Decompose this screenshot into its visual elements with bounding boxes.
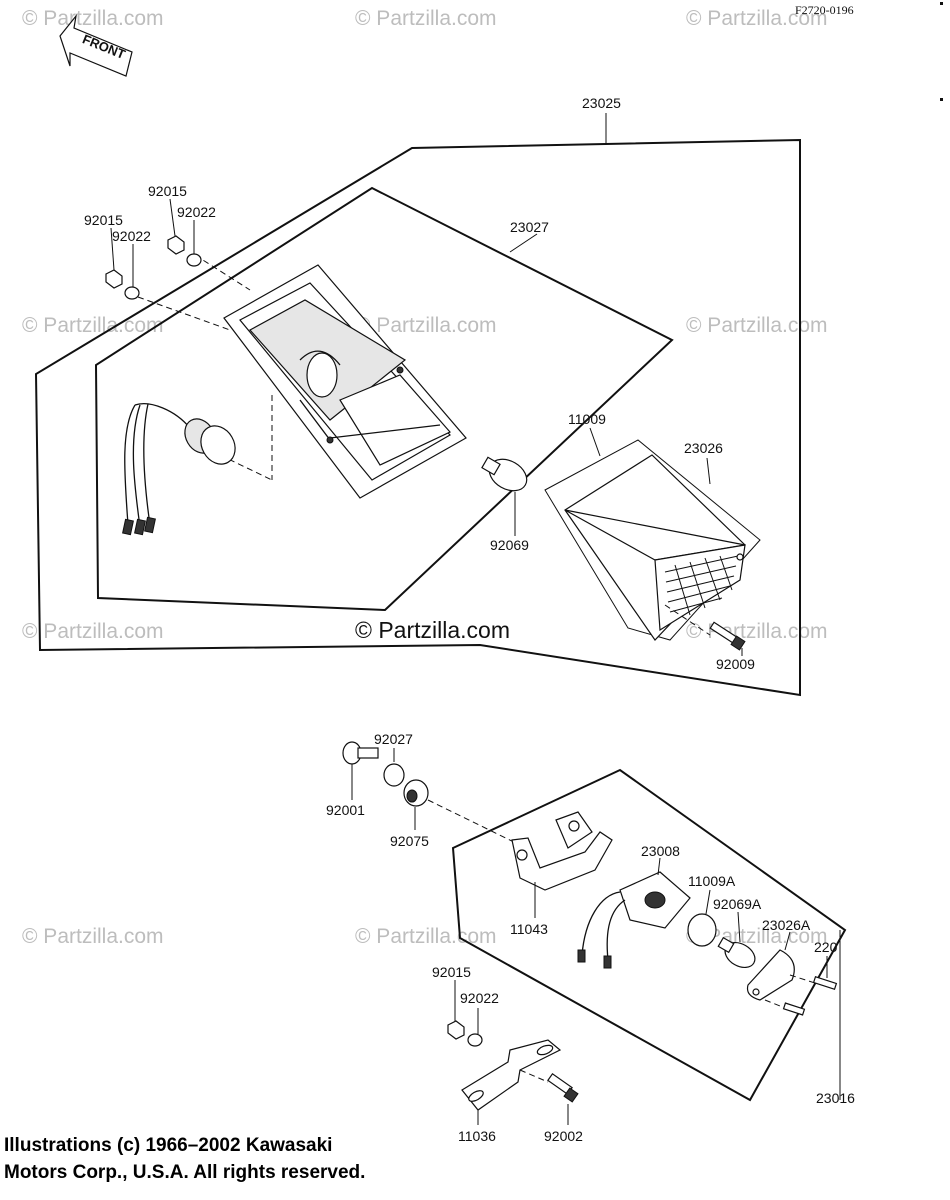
- watermark: © Partzilla.com: [686, 314, 828, 337]
- part-label: 92015: [148, 183, 187, 199]
- part-label: 23027: [510, 219, 549, 235]
- watermark-main: © Partzilla.com: [355, 617, 510, 643]
- part-label: 92069A: [713, 896, 762, 912]
- taillight-housing: [223, 264, 467, 499]
- screw-lower: [764, 999, 806, 1016]
- corner-mark: [940, 2, 943, 5]
- part-label: 92075: [390, 833, 429, 849]
- part-label: 11009A: [688, 873, 736, 889]
- lens-23026A: [746, 949, 795, 1001]
- bolt-92001: [342, 741, 379, 765]
- part-label: 23008: [641, 843, 680, 859]
- copyright-line-2: Motors Corp., U.S.A. All rights reserved…: [4, 1162, 366, 1183]
- watermark: © Partzilla.com: [686, 620, 828, 643]
- part-label: 92001: [326, 802, 365, 818]
- frame-23016: [451, 768, 847, 1102]
- watermark: © Partzilla.com: [355, 925, 497, 948]
- socket-wire-harness: [122, 403, 236, 536]
- part-label: 92069: [490, 537, 529, 553]
- part-label: 23025: [582, 95, 621, 111]
- bulb-92069A: [717, 936, 756, 969]
- lens-23026: [564, 454, 746, 641]
- watermark: © Partzilla.com: [686, 7, 828, 30]
- part-label: 92015: [432, 964, 471, 980]
- grommet-92075: [403, 779, 429, 807]
- screw-220: [789, 974, 838, 991]
- watermark: © Partzilla.com: [22, 7, 164, 30]
- bracket-11036: [461, 1039, 562, 1111]
- part-label: 92015: [84, 212, 123, 228]
- part-label: 92022: [177, 204, 216, 220]
- part-label: 23026: [684, 440, 723, 456]
- bolt-92002: [519, 1069, 579, 1103]
- nut-washer-group-bottom: [447, 1020, 483, 1047]
- watermark: © Partzilla.com: [355, 314, 497, 337]
- part-label: 220: [814, 939, 838, 955]
- part-label: 92009: [716, 656, 755, 672]
- part-label: 92022: [460, 990, 499, 1006]
- gasket-11009A: [687, 913, 717, 947]
- part-label: 92002: [544, 1128, 583, 1144]
- part-label: 11043: [510, 921, 548, 937]
- watermark: © Partzilla.com: [22, 314, 164, 337]
- drawing-code: F2720-0196: [795, 3, 854, 17]
- part-label: 11009: [568, 411, 606, 427]
- nut-washer-group-top: [105, 235, 202, 300]
- frame-23027: [94, 186, 674, 612]
- copyright-line-1: Illustrations (c) 1966–2002 Kawasaki: [4, 1135, 333, 1156]
- watermark: © Partzilla.com: [22, 925, 164, 948]
- part-label: 11036: [458, 1128, 496, 1144]
- watermark: © Partzilla.com: [22, 620, 164, 643]
- part-label: 92022: [112, 228, 151, 244]
- part-label: 23026A: [762, 917, 811, 933]
- watermark: © Partzilla.com: [355, 7, 497, 30]
- frame-23025: [34, 138, 801, 697]
- screw-92009: [664, 604, 746, 651]
- part-label: 92027: [374, 731, 413, 747]
- part-label: 23016: [816, 1090, 855, 1106]
- corner-mark: [940, 98, 943, 101]
- socket-23008: [577, 871, 691, 969]
- collar-92027: [383, 763, 405, 787]
- copyright-notice: Illustrations (c) 1966–2002 Kawasaki Mot…: [4, 1132, 365, 1186]
- bulb-92069: [481, 456, 528, 492]
- bracket-11043: [511, 811, 613, 891]
